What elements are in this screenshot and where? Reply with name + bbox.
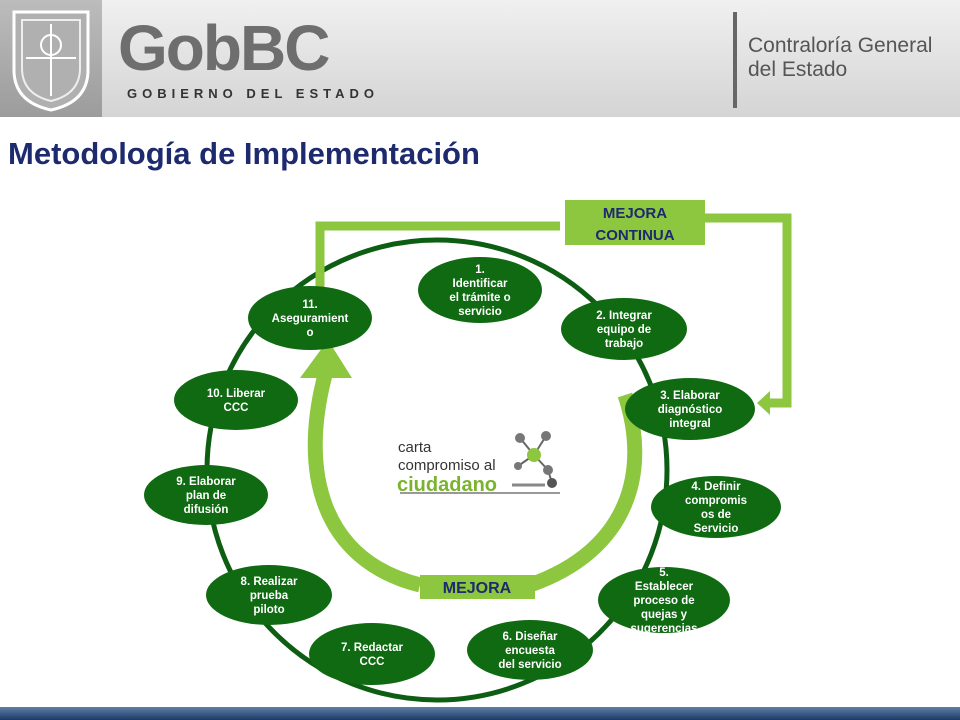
logo-line-3: ciudadano (397, 474, 497, 496)
step-11-label-line: Aseguramient (272, 313, 349, 325)
step-8-label-line: piloto (253, 604, 284, 616)
molecule-icon (514, 431, 557, 488)
step-8-label-line: 8. Realizar (241, 576, 298, 588)
step-3-label-line: integral (669, 418, 711, 430)
step-3-label-line: diagnóstico (658, 404, 723, 416)
step-3-label-line: 3. Elaborar (660, 390, 720, 402)
step-6: 6. Diseñar encuesta del servicio (467, 620, 593, 680)
continuous-improvement-label-2: CONTINUA (595, 227, 674, 244)
step-9: 9. Elaborar plan de difusión (144, 465, 268, 525)
step-4: 4. Definir compromis os de Servicio (651, 476, 781, 538)
step-4-label-line: Servicio (694, 523, 739, 535)
step-5-label-line: sugerencias (630, 623, 697, 635)
steps-layer: 1. Identificar el trámite o servicio 2. Inte… (144, 257, 781, 685)
improvement-arrowhead (757, 391, 770, 415)
step-5-label-line: quejas y (641, 609, 688, 621)
step-8-node (206, 565, 332, 625)
step-2-label-line: equipo de (597, 324, 651, 336)
step-1-label-line: 1. (475, 264, 485, 276)
step-11-node (248, 286, 372, 350)
state-seal-logo (0, 0, 102, 117)
step-6-label-line: encuesta (505, 645, 555, 657)
step-2-label-line: trabajo (605, 338, 643, 350)
step-8-label-line: prueba (250, 590, 289, 602)
header-banner: GobBC GOBIERNO DEL ESTADO Contraloría Ge… (0, 0, 960, 117)
step-9-label-line: 9. Elaborar (176, 476, 236, 488)
step-10-node (174, 370, 298, 430)
step-6-label-line: del servicio (498, 659, 561, 671)
improvement-loop-right (703, 213, 792, 408)
step-6-node (467, 620, 593, 680)
continuous-improvement-label-box (565, 200, 705, 245)
inner-arrow-left-arc (307, 373, 422, 593)
step-8: 8. Realizar prueba piloto (206, 565, 332, 625)
department-line-1: Contraloría General (748, 34, 933, 57)
step-2-node (561, 298, 687, 360)
step-6-label-line: 6. Diseñar (503, 631, 558, 643)
step-7-label-line: CCC (360, 656, 385, 668)
brand-subtitle: GOBIERNO DEL ESTADO (127, 86, 379, 101)
step-5-label-line: Establecer (635, 581, 694, 593)
improvement-label-box (420, 575, 535, 599)
step-5-node (598, 567, 730, 633)
step-10-label-line: 10. Liberar (207, 388, 266, 400)
step-9-label-line: plan de (186, 490, 226, 502)
step-9-label-line: difusión (184, 504, 229, 516)
footer-bar (0, 707, 960, 720)
improvement-loop-left (315, 221, 560, 290)
step-2: 2. Integrar equipo de trabajo (561, 298, 687, 360)
step-3: 3. Elaborar diagnóstico integral (625, 378, 755, 440)
step-1-label-line: Identificar (453, 278, 508, 290)
step-11: 11. Aseguramient o (248, 286, 372, 350)
continuous-improvement-label-1: MEJORA (603, 205, 667, 222)
step-4-label-line: compromis (685, 495, 747, 507)
step-1-label-line: servicio (458, 306, 501, 318)
inner-arrow-head (300, 340, 352, 378)
logo-line-2: compromiso al (398, 457, 496, 474)
step-11-label-line: o (306, 327, 313, 339)
step-1-label-line: el trámite o (449, 292, 510, 304)
brand-logo-text: GobBC (118, 12, 330, 84)
header-divider (733, 12, 737, 108)
step-1-node (418, 257, 542, 323)
step-5-label-line: 5. (659, 567, 669, 579)
step-4-node (651, 476, 781, 538)
step-5-label-line: proceso de (633, 595, 694, 607)
step-1: 1. Identificar el trámite o servicio (418, 257, 542, 323)
department-name: Contraloría General del Estado (748, 34, 932, 82)
step-3-node (625, 378, 755, 440)
step-11-label-line: 11. (302, 299, 317, 311)
page-title: Metodología de Implementación (8, 136, 480, 171)
logo-line-1: carta (398, 439, 432, 456)
step-9-node (144, 465, 268, 525)
step-10-label-line: CCC (224, 402, 249, 414)
improvement-label: MEJORA (443, 580, 512, 597)
step-7-label-line: 7. Redactar (341, 642, 404, 654)
department-line-2: del Estado (748, 58, 848, 81)
step-7-node (309, 623, 435, 685)
step-5: 5. Establecer proceso de quejas y sugerencia… (598, 567, 730, 635)
carta-compromiso-logo: carta compromiso al ciudadano (388, 425, 568, 507)
step-4-label-line: 4. Definir (691, 481, 741, 493)
step-2-label-line: 2. Integrar (596, 310, 652, 322)
inner-arrow-right-arc (527, 392, 643, 593)
step-4-label-line: os de (701, 509, 731, 521)
